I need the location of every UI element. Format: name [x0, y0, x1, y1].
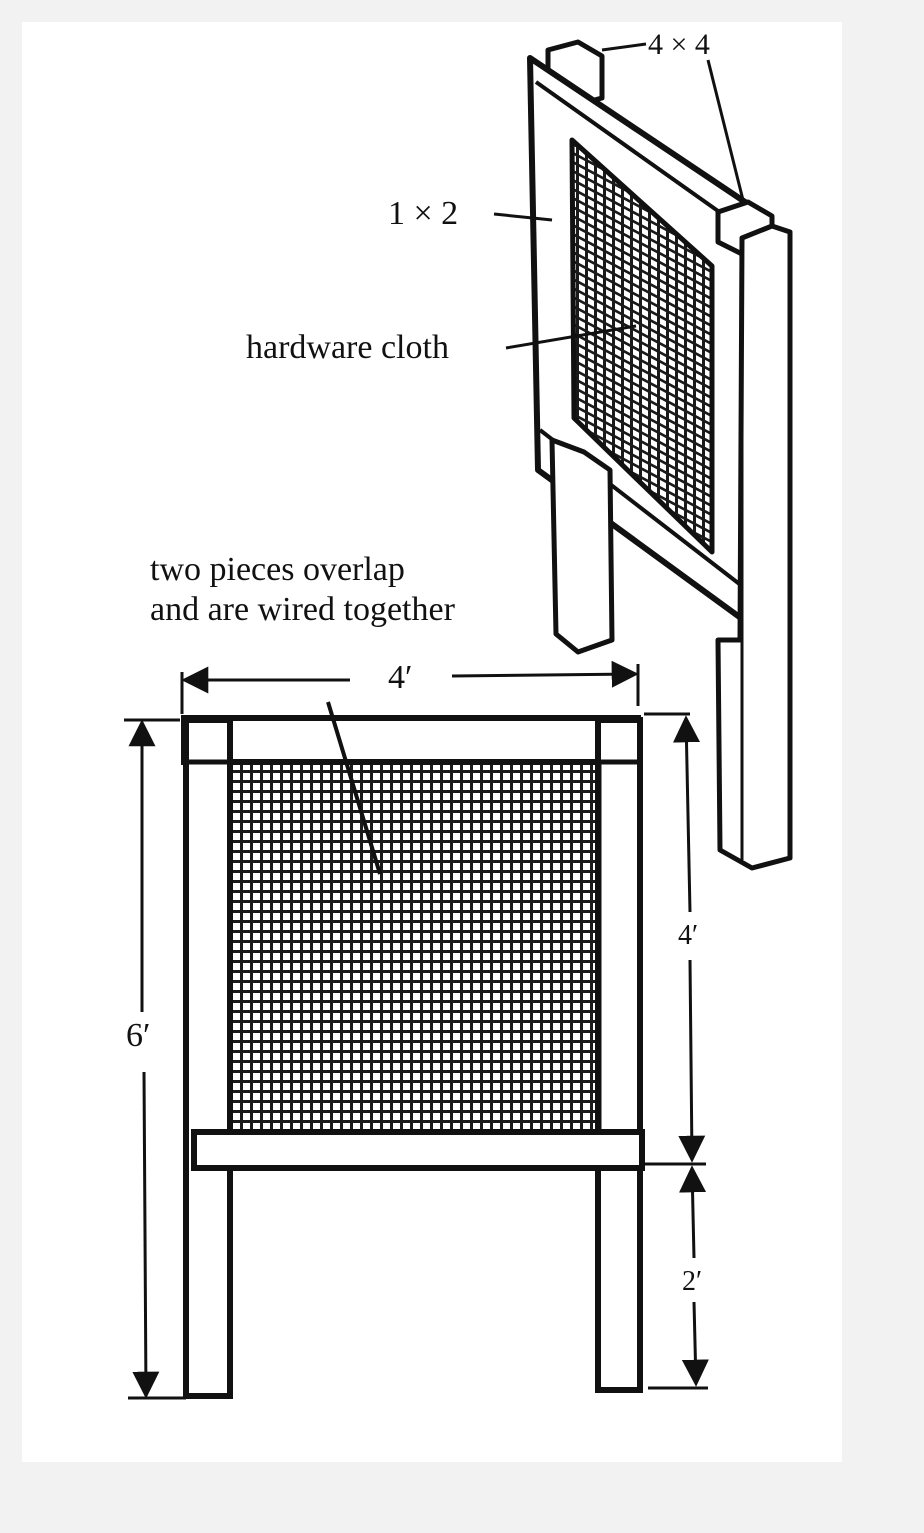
- perspective-panel: [527, 39, 793, 871]
- leader-post-size-a: [601, 42, 647, 52]
- leader-post-size-b: [706, 59, 746, 205]
- label-total-height-dim: 6′: [126, 1017, 150, 1054]
- label-post-size: 4 × 4: [648, 28, 710, 61]
- dim-total-line-bottom: [132, 1071, 160, 1399]
- label-upper-height-dim: 4′: [678, 920, 698, 951]
- front-bottom-rail: [191, 1129, 645, 1171]
- dim-upper-line-bottom: [678, 959, 706, 1163]
- dim-width-line-right: [451, 660, 639, 688]
- persp-mesh: [569, 137, 715, 555]
- persp-post-right: [715, 223, 793, 871]
- leader-frame-size: [493, 212, 553, 222]
- label-hardware-cloth: hardware cloth: [246, 329, 449, 366]
- persp-leg-left: [549, 437, 615, 655]
- dim-leg-line-bottom: [681, 1301, 709, 1387]
- front-right-post: [595, 717, 643, 1393]
- persp-top-rail: [534, 80, 744, 230]
- label-leg-height-dim: 2′: [682, 1266, 702, 1297]
- front-mesh: [226, 762, 600, 1132]
- front-left-post: [183, 717, 233, 1399]
- label-overlap-line1: two pieces overlap: [150, 551, 405, 588]
- dimension-labels: 4′ 6′ 4′ 2′: [126, 659, 702, 1297]
- front-panel: [181, 715, 645, 1399]
- label-width-dim: 4′: [388, 659, 412, 696]
- dim-upper-line-top: [673, 715, 700, 913]
- label-overlap-line2: and are wired together: [150, 591, 456, 628]
- leader-hardware-cloth: [505, 324, 637, 350]
- dim-leg-line-top: [679, 1165, 707, 1259]
- dimensions: [124, 660, 709, 1400]
- front-top-rail: [181, 715, 641, 765]
- perspective-labels: 4 × 4 1 × 2 hardware cloth two pieces ov…: [150, 28, 746, 628]
- label-frame-size: 1 × 2: [388, 195, 458, 232]
- leader-overlap: [326, 701, 382, 875]
